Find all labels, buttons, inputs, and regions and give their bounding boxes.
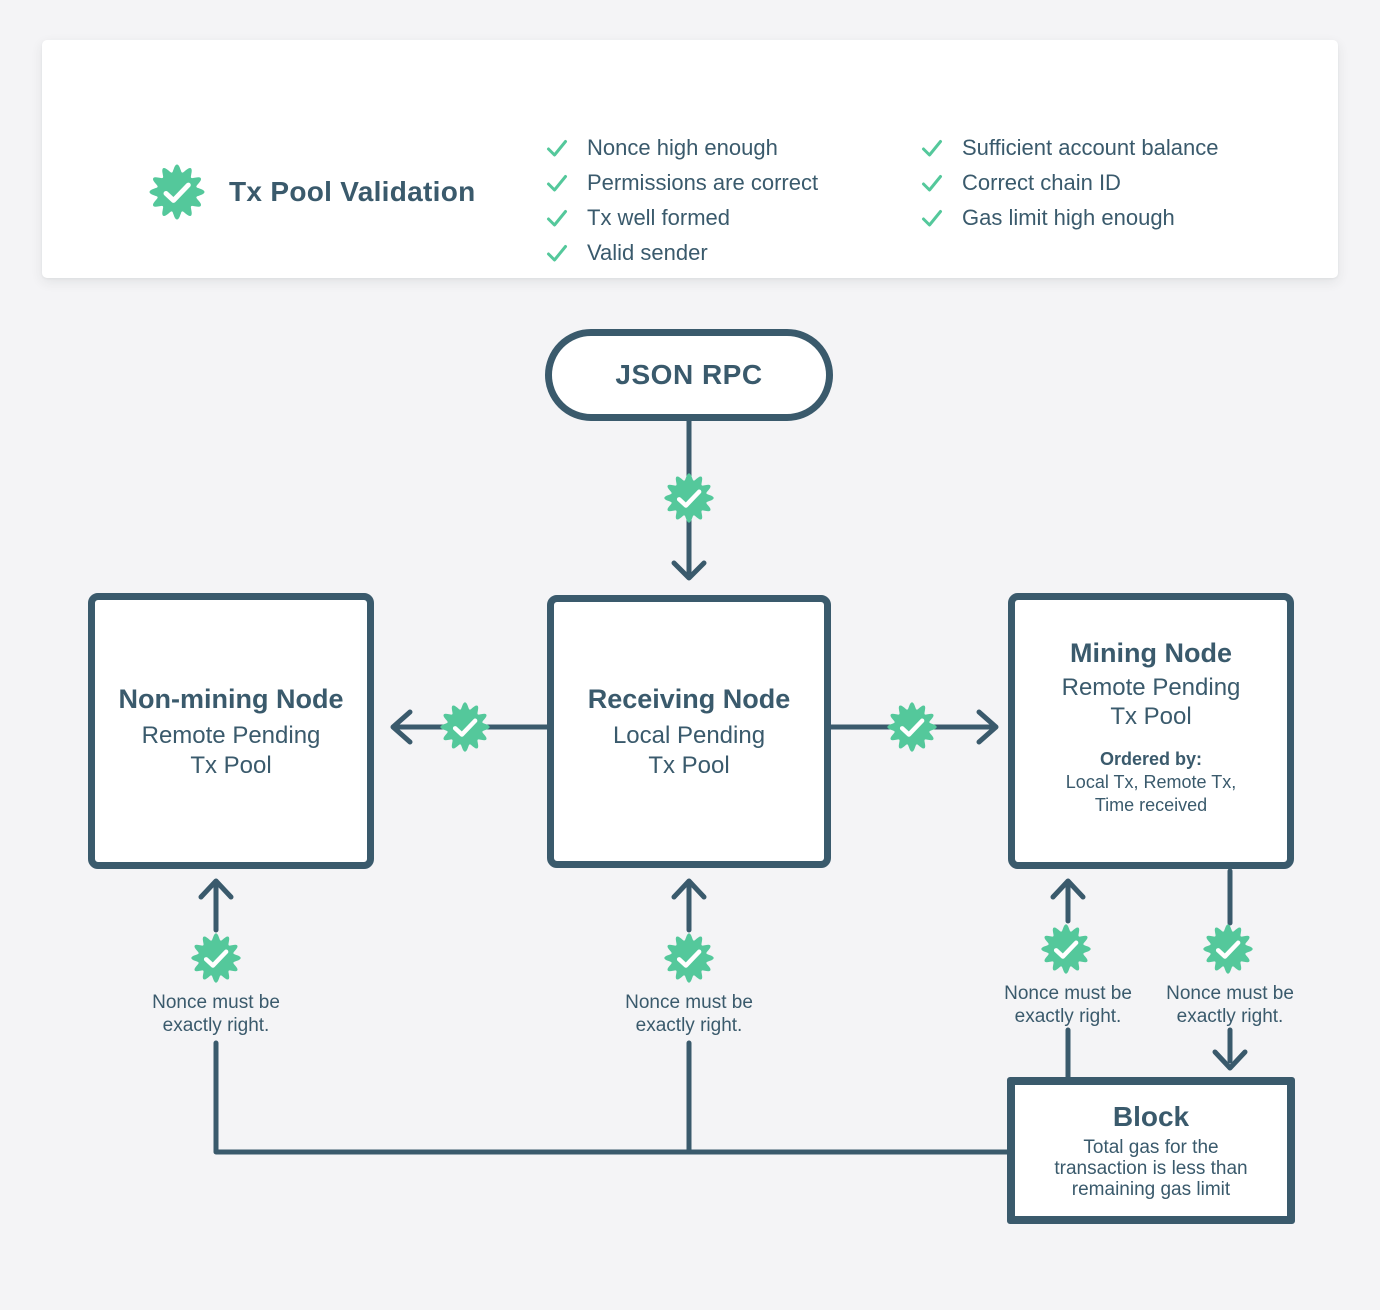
node-subtitle: Remote Pending Tx Pool <box>1061 674 1241 730</box>
check-item-label: Tx well formed <box>587 204 731 230</box>
check-seal-icon <box>439 701 491 753</box>
check-item-label: Sufficient account balance <box>962 134 1219 160</box>
check-item-label: Permissions are correct <box>587 169 819 195</box>
check-seal-icon <box>663 932 715 984</box>
check-item-label: Valid sender <box>587 239 708 265</box>
ordered-by-items: Local Tx, Remote Tx, Time received <box>1065 772 1237 815</box>
checklist-column-1: Nonce high enough Permissions are correc… <box>545 130 818 270</box>
nonce-caption: Nonce must be exactly right. <box>1004 983 1132 1027</box>
arrow-up-into-receiving-head <box>671 878 707 900</box>
block-subtitle: Total gas for the transaction is less th… <box>1054 1137 1248 1200</box>
validation-card: Tx Pool Validation Nonce high enough Per… <box>42 40 1338 278</box>
nonce-caption: Nonce must be exactly right. <box>152 992 280 1036</box>
arrow-up-into-nonmining-head <box>198 878 234 900</box>
node-title: Non-mining Node <box>118 683 344 714</box>
check-item-label: Nonce high enough <box>587 134 778 160</box>
checklist-column-2: Sufficient account balance Correct chain… <box>920 130 1218 235</box>
arrow-jsonrpc-to-receiving-head <box>671 560 707 581</box>
check-item: Permissions are correct <box>545 165 818 200</box>
node-subtitle: Remote Pending Tx Pool <box>141 721 321 779</box>
non-mining-node: Non-mining Node Remote Pending Tx Pool <box>88 593 374 869</box>
receiving-node: Receiving Node Local Pending Tx Pool <box>547 595 831 868</box>
node-subtitle: Local Pending Tx Pool <box>612 722 766 779</box>
checkmark-icon <box>547 209 567 226</box>
check-item: Correct chain ID <box>920 165 1218 200</box>
check-seal-icon <box>1040 923 1092 975</box>
block-node: Block Total gas for the transaction is l… <box>1007 1077 1295 1224</box>
arrow-receiving-to-mining-head <box>976 709 999 745</box>
check-item: Sufficient account balance <box>920 130 1218 165</box>
check-item: Gas limit high enough <box>920 200 1218 235</box>
node-title: Receiving Node <box>587 684 791 714</box>
json-rpc-label: JSON RPC <box>615 359 763 390</box>
checkmark-icon <box>547 174 567 191</box>
check-item-label: Gas limit high enough <box>962 204 1175 230</box>
checkmark-icon <box>922 139 942 156</box>
check-seal-icon <box>886 701 938 753</box>
ordered-by-block: Ordered by: Local Tx, Remote Tx, Time re… <box>1066 748 1236 817</box>
check-item-label: Correct chain ID <box>962 169 1121 195</box>
nonce-caption: Nonce must be exactly right. <box>1166 983 1294 1027</box>
checkmark-icon <box>547 244 567 261</box>
wire-nonmining-to-block <box>213 1040 1013 1155</box>
arrow-receiving-to-nonmining-head <box>390 709 413 745</box>
check-seal-icon <box>663 472 715 524</box>
check-seal-icon <box>190 932 242 984</box>
check-seal-icon <box>1202 923 1254 975</box>
ordered-by-label: Ordered by: <box>1099 749 1203 769</box>
nonce-caption: Nonce must be exactly right. <box>625 992 753 1036</box>
json-rpc-node: JSON RPC <box>545 329 833 421</box>
checkmark-icon <box>922 174 942 191</box>
check-item: Valid sender <box>545 235 818 270</box>
mining-node: Mining Node Remote Pending Tx Pool Order… <box>1008 593 1294 869</box>
node-title: Mining Node <box>1070 638 1232 668</box>
check-item: Tx well formed <box>545 200 818 235</box>
arrow-up-into-mining-head <box>1050 878 1086 900</box>
check-item: Nonce high enough <box>545 130 818 165</box>
arrow-mining-to-block-head <box>1212 1049 1248 1071</box>
block-title: Block <box>1112 1101 1190 1132</box>
card-title: Tx Pool Validation <box>229 176 476 207</box>
checkmark-icon <box>547 139 567 156</box>
check-seal-icon <box>148 163 206 221</box>
checkmark-icon <box>922 209 942 226</box>
